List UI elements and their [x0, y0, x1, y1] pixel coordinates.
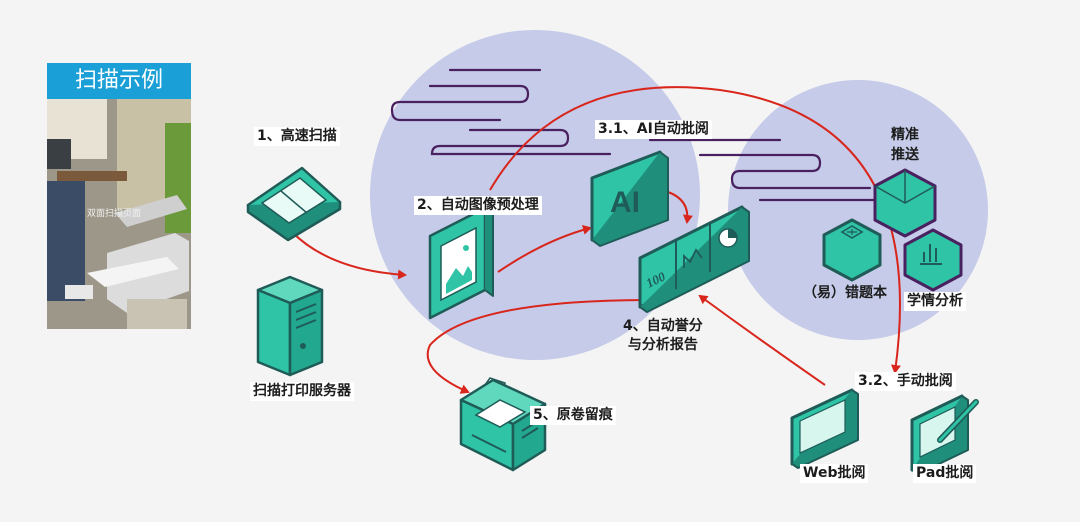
server-label: 扫描打印服务器: [250, 382, 354, 401]
step-preprocess-label: 2、自动图像预处理: [414, 196, 542, 215]
ai-chip-icon: AI: [590, 150, 669, 247]
precise-push-line2: 推送: [891, 147, 919, 163]
precise-push-label: 精准 推送: [888, 125, 922, 165]
pad-tablet-icon: [910, 394, 979, 475]
arrow-preprocess-to-ai: [497, 224, 592, 273]
scan-photo-image: [47, 63, 191, 329]
analysis-hexagon: [903, 228, 963, 292]
precise-push-line1: 精准: [891, 127, 919, 143]
server-icon: [256, 275, 324, 377]
arrow-ai-to-scoring: [667, 191, 693, 224]
ai-chip-text: AI: [610, 186, 640, 219]
scan-example-photo: 扫描示例 双面扫描页面: [47, 63, 191, 329]
arrow-preprocess-to-manual: [489, 86, 901, 374]
step-scoring-label: 4、自动誉分 与分析报告: [620, 317, 706, 355]
web-tablet-icon: [790, 388, 859, 469]
web-review-label: Web批阅: [800, 464, 869, 483]
pad-review-label: Pad批阅: [913, 464, 977, 483]
scanner-icon: [246, 166, 342, 242]
step-manual-review-label: 3.2、手动批阅: [855, 372, 956, 391]
step-original-label: 5、原卷留痕: [530, 406, 616, 425]
score-dashboard-icon: 100: [638, 205, 750, 313]
arrow-manual-to-scoring: [698, 294, 826, 386]
step-scoring-line1: 4、自动誉分: [623, 318, 703, 334]
flow-arrows: [291, 86, 901, 394]
step-scoring-line2: 与分析报告: [627, 337, 698, 353]
image-preprocess-icon: [428, 206, 494, 320]
photo-caption: 双面扫描页面: [87, 209, 142, 219]
error-book-hexagon: [822, 218, 882, 282]
precise-push-hexagon: [873, 168, 937, 238]
arrow-scan-to-preprocess: [291, 231, 407, 280]
arrow-scoring-to-original: [426, 299, 651, 394]
step-ai-review-label: 3.1、AI自动批阅: [595, 120, 712, 139]
analysis-label: 学情分析: [904, 292, 966, 311]
error-book-label: （易）错题本: [803, 285, 887, 301]
photo-title: 扫描示例: [47, 63, 191, 99]
decorative-lines: [390, 68, 882, 202]
step-scan-label: 1、高速扫描: [254, 127, 340, 146]
